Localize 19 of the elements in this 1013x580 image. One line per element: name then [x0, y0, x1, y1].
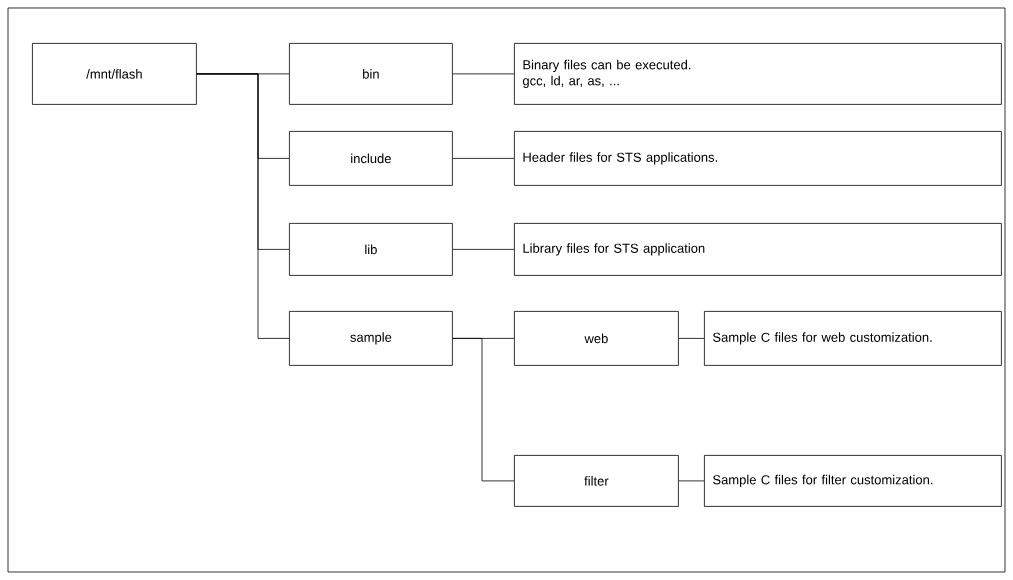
folder-box: bin: [289, 43, 453, 105]
connector-line: [678, 338, 705, 339]
folder-box: include: [289, 131, 453, 186]
connector-line: [452, 158, 515, 159]
folder-box: sample: [289, 311, 453, 366]
connector-line: [196, 73, 290, 339]
description-box: Binary files can be executed. gcc, ld, ar, as, ...: [514, 43, 1002, 105]
description-box: Sample C files for filter customization.: [704, 455, 1002, 507]
connector-line: [452, 73, 515, 75]
description-box: Library files for STS application: [514, 223, 1002, 276]
connector-line: [452, 249, 515, 250]
folder-box: lib: [289, 223, 453, 276]
description-box: Header files for STS applications.: [514, 131, 1002, 186]
description-box: Sample C files for web customization.: [704, 311, 1002, 366]
folder-box: web: [514, 311, 679, 366]
connector-line: [678, 480, 705, 482]
connector-line: [452, 338, 515, 482]
folder-box: /mnt/flash: [32, 43, 197, 105]
folder-box: filter: [514, 455, 679, 507]
